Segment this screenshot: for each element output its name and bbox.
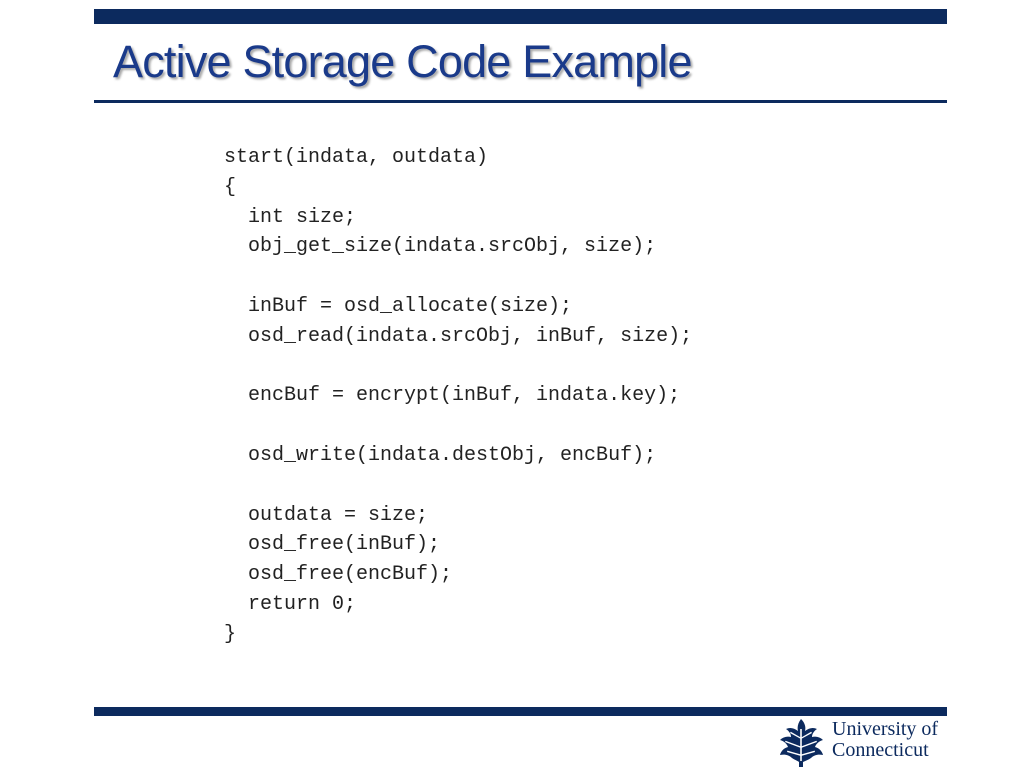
code-line — [224, 352, 692, 382]
code-line: obj_get_size(indata.srcObj, size); — [224, 235, 657, 259]
code-line: encBuf = encrypt(inBuf, indata.key); — [224, 384, 681, 408]
logo-wordmark: University of Connecticut — [832, 719, 938, 761]
header-band — [94, 9, 947, 24]
code-line: int size; — [224, 205, 357, 229]
university-logo: University of Connecticut — [776, 717, 956, 767]
code-line: osd_read(indata.srcObj, inBuf, size); — [224, 324, 693, 348]
title-divider — [94, 100, 947, 103]
logo-line-2: Connecticut — [832, 739, 929, 761]
code-line: osd_free(inBuf); — [224, 533, 441, 557]
code-line: { — [224, 175, 237, 199]
code-line: return 0; — [224, 592, 357, 616]
footer-band — [94, 707, 947, 716]
code-line: inBuf = osd_allocate(size); — [224, 294, 573, 318]
code-line: } — [224, 622, 237, 646]
slide-title: Active Storage Code Example — [113, 36, 693, 87]
code-line — [224, 411, 692, 441]
code-block: start(indata, outdata) { int size; obj_ge… — [224, 143, 692, 650]
code-line — [224, 262, 692, 292]
code-line: osd_free(encBuf); — [224, 563, 453, 587]
code-line: outdata = size; — [224, 503, 429, 527]
code-line: start(indata, outdata) — [224, 146, 489, 169]
logo-line-1: University of — [832, 718, 939, 740]
code-line — [224, 471, 692, 501]
code-line: osd_write(indata.destObj, encBuf); — [224, 443, 657, 467]
oak-leaf-icon — [780, 719, 823, 767]
